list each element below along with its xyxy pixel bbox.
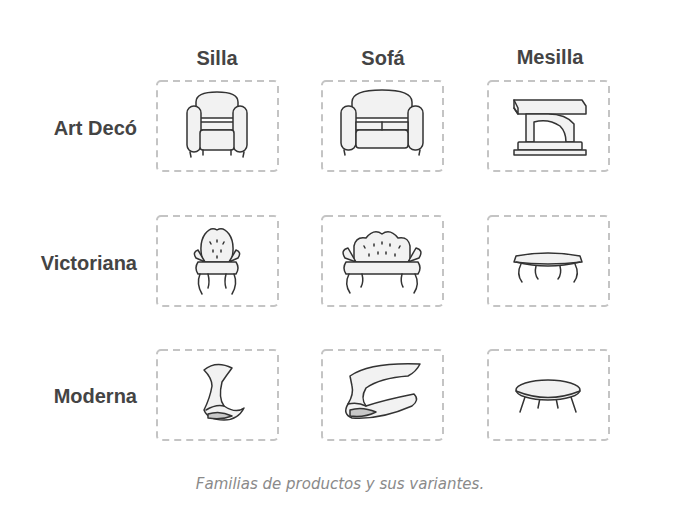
column-header: Mesilla — [517, 46, 584, 69]
artdeco-table — [514, 100, 586, 155]
row-header: Victoriana — [41, 252, 137, 275]
victorian-sofa — [343, 232, 421, 293]
artdeco-sofa — [341, 90, 423, 155]
artdeco-chair — [187, 92, 247, 157]
modern-sofa — [346, 364, 420, 419]
column-header: Silla — [196, 47, 237, 70]
row-header: Art Decó — [54, 117, 137, 140]
victorian-table — [514, 253, 582, 282]
figure-caption: Familias de productos y sus variantes. — [196, 475, 484, 493]
column-header: Sofá — [361, 47, 404, 70]
variant-frames — [157, 81, 609, 440]
row-header: Moderna — [54, 385, 137, 408]
modern-table — [516, 380, 580, 412]
victorian-chair — [194, 229, 239, 294]
modern-chair — [204, 364, 244, 420]
